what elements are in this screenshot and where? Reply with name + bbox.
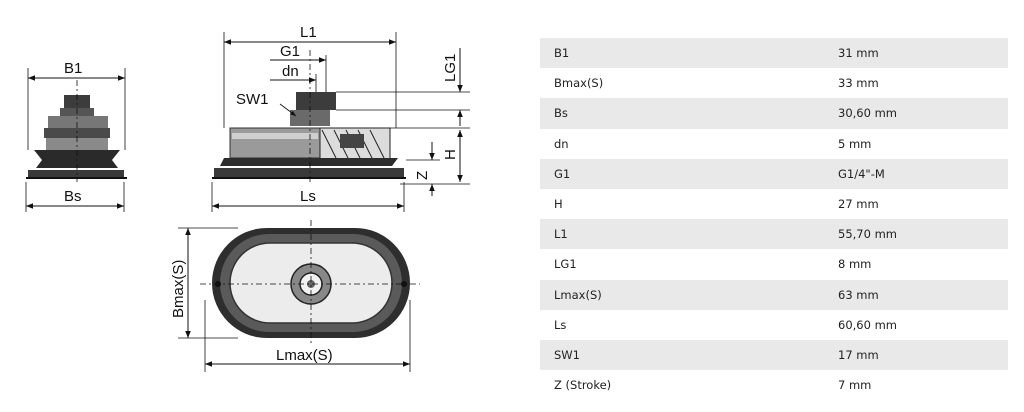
spec-name: G1	[540, 158, 824, 189]
technical-drawing: B1 Bs	[25, 24, 470, 372]
side-view	[25, 68, 127, 212]
spec-name: Bs	[540, 98, 824, 129]
spec-value: G1/4"-M	[824, 158, 1008, 189]
label-dn: dn	[282, 63, 299, 80]
spec-name: SW1	[540, 339, 824, 371]
spec-name: dn	[540, 128, 824, 159]
spec-value: 33 mm	[824, 68, 1008, 99]
spec-name: Bmax(S)	[540, 68, 824, 99]
spec-name: H	[540, 188, 824, 220]
label-b1: B1	[64, 60, 82, 77]
spec-value: 63 mm	[824, 279, 1008, 310]
spec-value: 7 mm	[824, 370, 1008, 401]
spec-value: 5 mm	[824, 128, 1008, 159]
label-g1: G1	[280, 43, 300, 60]
spec-name: Z (Stroke)	[540, 370, 824, 401]
top-view	[178, 220, 420, 372]
spec-name: Lmax(S)	[540, 279, 824, 310]
spec-name: B1	[540, 38, 824, 69]
spec-value: 8 mm	[824, 249, 1008, 280]
spec-row: Bmax(S)33 mm	[540, 68, 1008, 99]
label-h: H	[442, 149, 459, 160]
spec-row: Z (Stroke)7 mm	[540, 370, 1008, 401]
spec-name: L1	[540, 219, 824, 250]
spec-value: 27 mm	[824, 188, 1008, 220]
label-l1: L1	[300, 24, 317, 41]
spec-value: 60,60 mm	[824, 309, 1008, 340]
label-ls: Ls	[300, 188, 316, 205]
spec-value: 31 mm	[824, 38, 1008, 69]
label-bmax: Bmax(S)	[170, 260, 187, 318]
spec-name: LG1	[540, 249, 824, 280]
spec-row: Lmax(S)63 mm	[540, 279, 1008, 310]
spec-name: Ls	[540, 309, 824, 340]
section-view	[211, 32, 470, 212]
label-z: Z	[414, 171, 431, 180]
label-lmax: Lmax(S)	[276, 347, 333, 364]
label-sw1: SW1	[236, 91, 269, 108]
spec-value: 30,60 mm	[824, 98, 1008, 129]
spec-value: 55,70 mm	[824, 219, 1008, 250]
label-lg1: LG1	[442, 54, 459, 82]
spec-value: 17 mm	[824, 339, 1008, 371]
label-bs: Bs	[64, 188, 82, 205]
